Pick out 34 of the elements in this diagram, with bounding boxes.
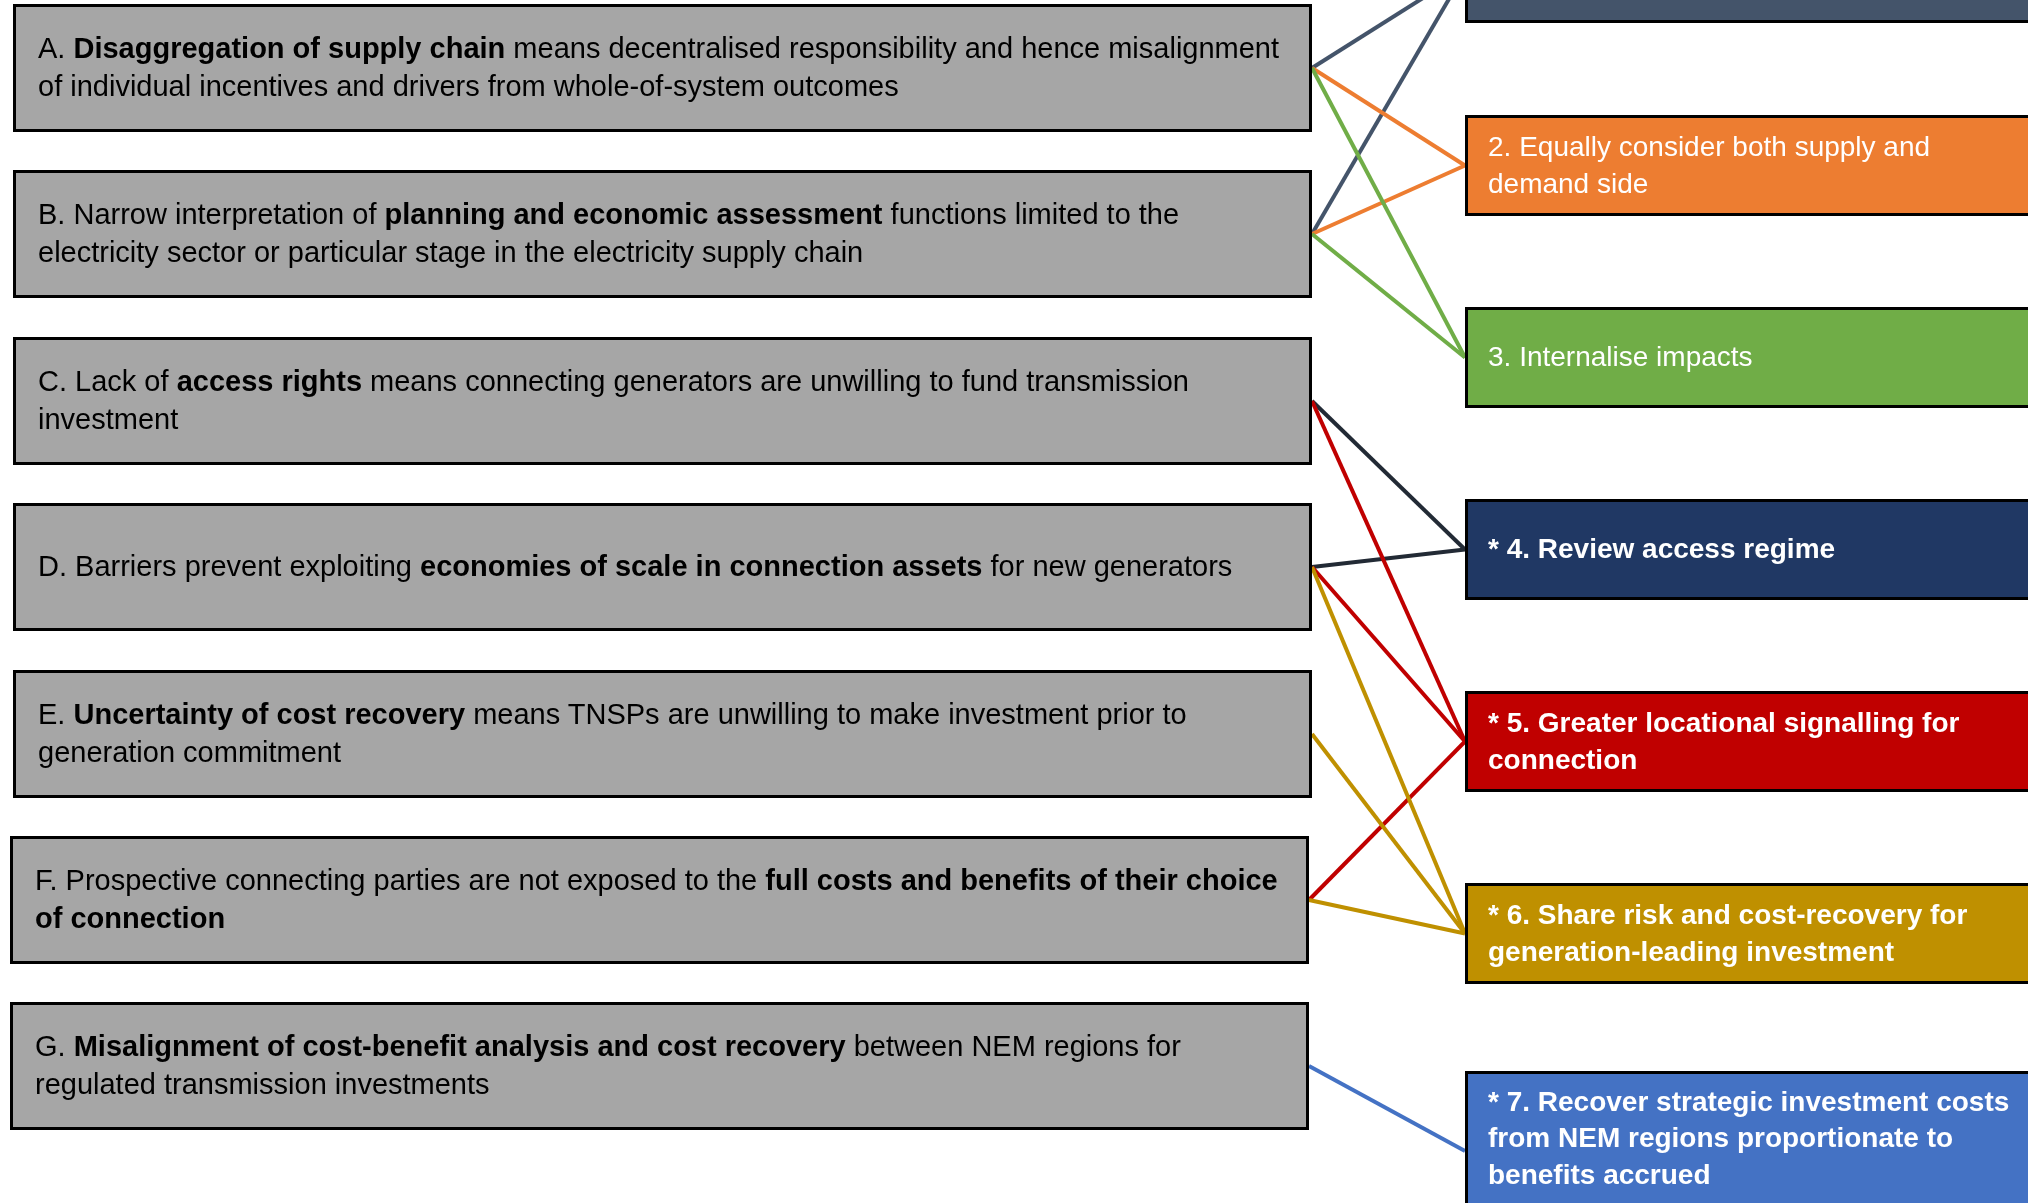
connector-line [1308,898,1466,936]
solution-box [1465,883,2028,984]
solution-text: * 6. Share risk and cost-recovery for generation-leading investment [1488,898,1969,969]
connector-line [1311,163,1466,236]
issue-box [10,836,1309,964]
solution-text: * 5. Greater locational signalling for connection [1488,706,1961,777]
issue-text: C. Lack of access rights means connecting generators are unwilling to fund transmission investment [38,364,1190,437]
issue-box [13,170,1312,298]
solution-box [1465,115,2028,216]
connector-line [1310,66,1467,168]
issue-box [10,1002,1309,1130]
solution-box [1465,499,2028,600]
connector-line [1311,547,1466,569]
issue-text: F. Prospective connecting parties are not exposed to the full costs and benefits of their choice of connection [35,863,1279,936]
connector-line [1308,1064,1466,1153]
issue-box [13,670,1312,798]
issue-box [13,337,1312,465]
issue-box [13,4,1312,132]
connector-line [1310,232,1467,360]
issue-text: E. Uncertainty of cost recovery means TNSPs are unwilling to make investment prior to generation commitment [38,697,1188,770]
connector-line [1310,399,1467,551]
issue-text: G. Misalignment of cost-benefit analysis and cost recovery between NEM regions for regulated transmission investments [35,1029,1182,1102]
solution-box [1465,307,2028,408]
solution-text: 3. Internalise impacts [1488,340,1753,375]
solution-text: * 7. Recover strategic investment costs from NEM regions proportionate to benefits accrued [1488,1085,2011,1192]
issue-text: B. Narrow interpretation of planning and economic assessment functions limited to the electricity sector or particular stage in the electricity supply chain [38,197,1181,270]
solution-text: * 4. Review access regime [1488,532,1836,567]
connector-line [1307,740,1467,902]
issue-text: A. Disaggregation of supply chain means decentralised responsibility and hence misalignment of individual incentives and drivers from whole-of-system outcomes [38,31,1281,104]
issue-box [13,503,1312,631]
solution-box [1465,1071,2028,1203]
solution-box [1465,691,2028,792]
issue-text: D. Barriers prevent exploiting economies of scale in connection assets for new generators [38,549,1233,585]
solution-text: 2. Equally consider both supply and demand side [1488,130,1932,201]
